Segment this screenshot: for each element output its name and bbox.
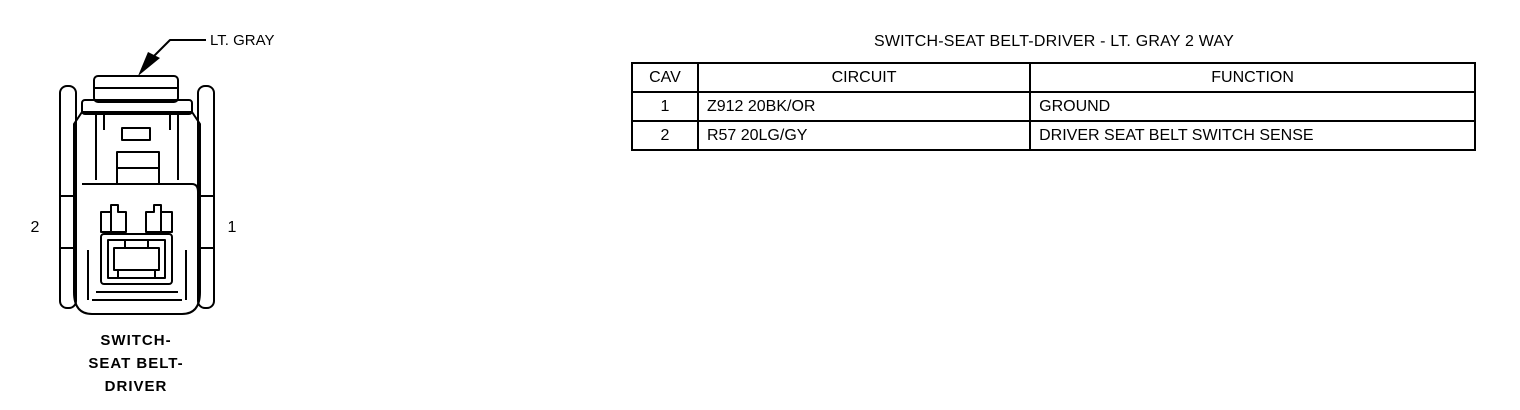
header-function: FUNCTION: [1029, 62, 1476, 93]
cell-circuit: R57 20LG/GY: [696, 120, 1032, 151]
pin-number-left: 2: [31, 219, 40, 236]
pin-number-right: 1: [228, 219, 237, 236]
table-header-row: CAV CIRCUIT FUNCTION: [631, 62, 1476, 93]
cell-circuit: Z912 20BK/OR: [696, 91, 1032, 122]
cell-cav: 2: [631, 120, 699, 151]
connector-color-label: LT. GRAY: [210, 32, 274, 49]
table-row: 1 Z912 20BK/OR GROUND: [631, 91, 1476, 122]
cell-cav: 1: [631, 91, 699, 122]
header-cav: CAV: [631, 62, 699, 93]
header-circuit: CIRCUIT: [696, 62, 1032, 93]
terminal-cavity-1: [145, 204, 173, 233]
terminal-cavity-2: [100, 204, 127, 233]
connector-name-line-2: SEAT BELT-: [88, 355, 183, 372]
connector-housing: [73, 111, 201, 315]
connector-name-line-3: DRIVER: [105, 378, 168, 395]
arrow-icon: [138, 52, 160, 76]
cell-function: DRIVER SEAT BELT SWITCH SENSE: [1029, 120, 1476, 151]
cell-function: GROUND: [1029, 91, 1476, 122]
connector-diagram: LT. GRAY 2 1 SWITCH- SEAT BELT- DRIVER: [31, 32, 275, 395]
color-leader-line: [151, 39, 206, 59]
table-row: 2 R57 20LG/GY DRIVER SEAT BELT SWITCH SE…: [631, 120, 1476, 151]
table-title: SWITCH-SEAT BELT-DRIVER - LT. GRAY 2 WAY: [873, 33, 1235, 50]
cavity-table: CAV CIRCUIT FUNCTION 1 Z912 20BK/OR GROU…: [631, 62, 1476, 151]
terminal-lock: [100, 233, 173, 285]
connector-name-line-1: SWITCH-: [100, 332, 171, 349]
